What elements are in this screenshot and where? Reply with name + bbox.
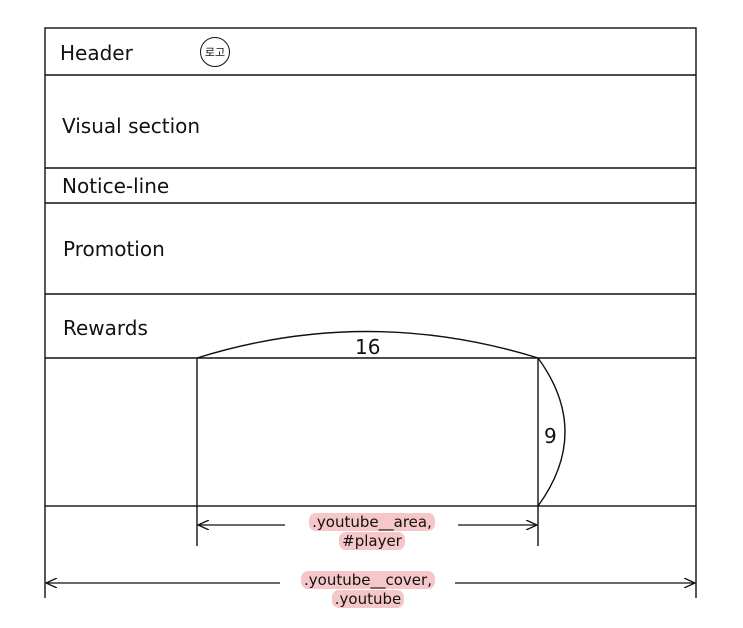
logo-badge: 로고 [200, 37, 230, 67]
width-ratio-label: 16 [355, 335, 381, 359]
youtube-area-annotation: .youtube__area, #player [287, 513, 457, 551]
page-frame [44, 27, 697, 507]
youtube-class: .youtube [331, 590, 405, 608]
youtube-area-class: .youtube__area, [309, 513, 435, 531]
notice-line-label: Notice-line [62, 174, 170, 198]
promotion-label: Promotion [63, 237, 165, 261]
width-arc [196, 330, 539, 359]
visual-section-label: Visual section [62, 114, 201, 138]
rewards-label: Rewards [63, 316, 148, 340]
youtube-cover-annotation: .youtube__cover, .youtube [282, 571, 454, 609]
height-ratio-label: 9 [544, 424, 557, 448]
height-arc [537, 357, 566, 507]
header-label: Header [60, 41, 133, 65]
youtube-cover-class: .youtube__cover, [301, 571, 435, 589]
player-id: #player [339, 532, 405, 550]
